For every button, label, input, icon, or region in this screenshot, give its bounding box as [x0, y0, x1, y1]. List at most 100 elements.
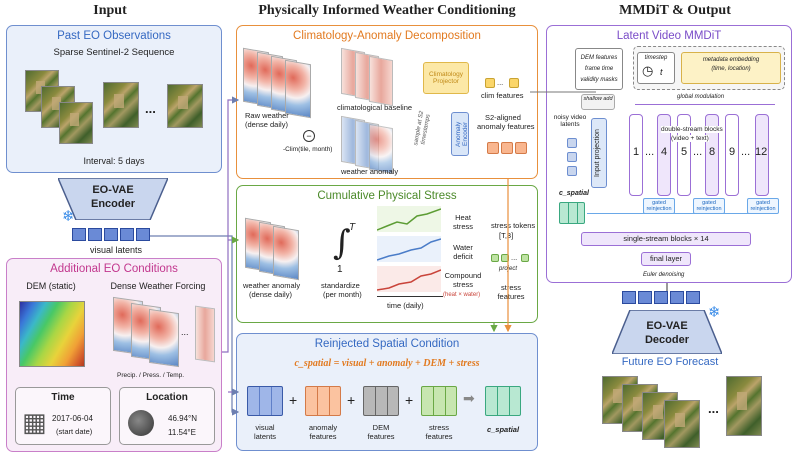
reinject-output-cube: [485, 386, 521, 416]
reinject-plus-2: +: [347, 392, 356, 408]
dem-label: DEM (static): [26, 281, 76, 291]
past-eo-frame-5: [167, 84, 203, 128]
reinject-plus-3: +: [405, 392, 414, 408]
modulation-line: [635, 104, 775, 105]
time-value: 2017-06-04: [52, 414, 93, 423]
past-eo-frame-3: [59, 102, 93, 144]
heat-stress-label: Heat stress: [452, 213, 473, 231]
past-eo-ellipsis: ...: [145, 101, 156, 116]
euler-label: Euler denoising: [643, 272, 685, 278]
past-eo-frame-4: [103, 82, 139, 128]
output-latent-token-4: [670, 291, 684, 304]
stress-token-2: [501, 254, 509, 262]
vae-decoder-line1: EO-VAE: [646, 320, 688, 332]
stress-token-1: [491, 254, 499, 262]
single-stream-blocks: single-stream blocks × 14: [581, 232, 751, 246]
meta-features-box: DEM features frame time validity masks: [575, 48, 623, 90]
block-num-1: 1: [633, 146, 640, 158]
past-eo-panel: Past EO Observations Sparse Sentinel-2 S…: [6, 25, 222, 173]
visual-latents-label: visual latents: [89, 245, 143, 255]
additional-conditions-panel: Additional EO Conditions DEM (static) De…: [6, 258, 222, 452]
block-num-ellipsis-3: ...: [741, 146, 751, 158]
block-8: [705, 114, 719, 196]
visual-latent-token-4: [120, 228, 134, 241]
climatology-panel: Climatology-Anomaly Decomposition Raw we…: [236, 25, 538, 179]
vae-encoder-line1: EO-VAE: [92, 184, 134, 196]
reinject-label-stress: stress features: [425, 423, 453, 441]
block-9: [725, 114, 739, 196]
gated-reinjection-8: gated reinjection: [693, 198, 725, 215]
block-num-5: 5: [681, 146, 688, 158]
anomaly-features-label: anomaly features: [477, 122, 535, 131]
anomaly-feature-3: [515, 142, 527, 154]
vae-encoder-line2: Encoder: [90, 198, 135, 210]
block-num-12: 12: [755, 146, 768, 158]
calendar-icon: ▦: [22, 407, 47, 437]
metadata-box: metadata embedding (time, location): [681, 52, 781, 84]
past-eo-interval: Interval: 5 days: [83, 156, 145, 166]
location-lon: 11.54°E: [168, 428, 196, 437]
s2-aligned-label: S2-aligned: [485, 113, 521, 122]
compound-stress-curve: [377, 266, 441, 292]
additional-conditions-title: Additional EO Conditions: [50, 263, 178, 275]
final-layer: final layer: [641, 252, 691, 266]
output-latent-token-2: [638, 291, 652, 304]
forecast-title: Future EO Forecast: [621, 356, 719, 368]
shallow-add-label: shallow add: [581, 94, 615, 110]
anomaly-feature-2: [501, 142, 513, 154]
reinject-stress-cube: [421, 386, 457, 416]
baseline-label: climatological baseline: [337, 103, 413, 112]
block-4: [657, 114, 671, 196]
raw-weather-label: Raw weather: [245, 111, 289, 120]
noisy-latents-label: noisy video latents: [553, 114, 587, 129]
past-eo-title: Past EO Observations: [57, 30, 171, 42]
block-1: [629, 114, 643, 196]
clim-feature-1: [485, 78, 495, 88]
meta-frame-time: frame time: [584, 66, 614, 72]
visual-latent-token-1: [72, 228, 86, 241]
location-box: Location 46.94°N 11.54°E: [119, 387, 215, 445]
time-axis-label: time (daily): [387, 301, 424, 310]
gated-reinjection-12: gated reinjection: [747, 198, 779, 215]
reinject-label-anomaly: anomaly features: [308, 423, 338, 441]
visual-latent-token-2: [88, 228, 102, 241]
water-deficit-label: Water deficit: [453, 243, 473, 261]
integral-upper: T: [349, 222, 356, 233]
meta-dem-features: DEM features: [580, 55, 618, 61]
weather-ellipsis: ...: [181, 327, 189, 337]
reinject-label-cspatial: c_spatial: [486, 425, 520, 434]
stress-panel: Cumulative Physical Stress weather anoma…: [236, 185, 538, 323]
snowflake-icon: ❄: [62, 208, 75, 225]
stress-title: Cumulative Physical Stress: [317, 190, 457, 202]
stress-input-note: (dense daily): [249, 290, 292, 299]
baseline-3: [369, 55, 393, 107]
forecast-frame-4: [664, 400, 700, 448]
weather-vars-label: Precip. / Press. / Temp.: [117, 372, 185, 379]
compound-stress-note: (heat × water): [443, 292, 481, 298]
column-title-conditioning: Physically Informed Weather Conditioning: [258, 3, 516, 18]
anomaly-label: weather anomaly: [341, 167, 399, 176]
clim-feature-ellipsis: ...: [497, 78, 504, 87]
climatology-title: Climatology-Anomaly Decomposition: [293, 30, 481, 42]
block-num-8: 8: [709, 146, 716, 158]
project-label: project: [499, 266, 518, 272]
reinject-label-dem: DEM features: [367, 423, 395, 441]
stress-token-3: [521, 254, 529, 262]
timestep-box: timestep ◷ t: [637, 52, 675, 84]
anomaly-feature-1: [487, 142, 499, 154]
stress-features-label: stress features: [497, 283, 525, 301]
integral-symbol: ∫: [333, 223, 351, 263]
time-note: (start date): [56, 427, 93, 436]
visual-latent-token-3: [104, 228, 118, 241]
double-stream-label: double-stream blocks: [661, 126, 723, 134]
water-deficit-curve: [377, 236, 441, 262]
location-lat: 46.94°N: [168, 414, 197, 423]
stress-input-3: [273, 225, 299, 281]
weather-layer-4: [195, 305, 215, 363]
c-spatial-label: c_spatial: [559, 190, 589, 197]
sample-label: sample at S2 timestamps: [413, 110, 432, 146]
standardize-label: standardize: [321, 281, 360, 290]
reinject-formula: c_spatial = visual + anomaly + DEM + str…: [294, 358, 480, 369]
forecast-frame-5: [726, 376, 762, 436]
block-num-4: 4: [661, 146, 668, 158]
